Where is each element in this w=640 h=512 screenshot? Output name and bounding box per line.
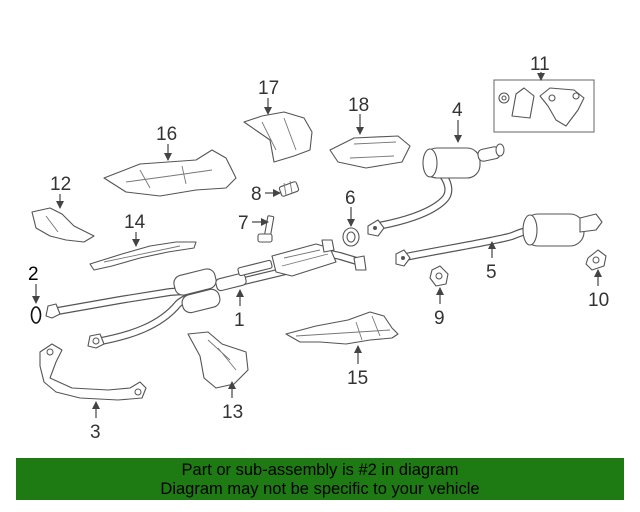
part-4-muffler — [367, 143, 505, 237]
part-12-heat-insulator — [31, 207, 95, 243]
banner-line-part-info: Part or sub-assembly is #2 in diagram — [181, 461, 459, 479]
callout-11[interactable]: 11 — [530, 54, 550, 75]
part-17-heat-insulator — [243, 111, 313, 163]
callout-12[interactable]: 12 — [50, 174, 71, 195]
callout-3[interactable]: 3 — [90, 422, 101, 443]
callout-8[interactable]: 8 — [251, 184, 262, 205]
callout-6[interactable]: 6 — [345, 188, 356, 209]
part-1-front-pipe — [45, 239, 367, 349]
part-7-bolt — [257, 215, 275, 243]
callout-18[interactable]: 18 — [348, 95, 369, 116]
callout-7[interactable]: 7 — [238, 213, 249, 234]
callout-1[interactable]: 1 — [234, 310, 245, 331]
part-9-hanger — [429, 265, 449, 287]
part-2-gasket — [30, 306, 42, 324]
callout-17[interactable]: 17 — [258, 78, 279, 99]
banner-line-disclaimer: Diagram may not be specific to your vehi… — [160, 480, 480, 498]
callout-9[interactable]: 9 — [434, 308, 445, 329]
callout-labels: 2 1 3 4 5 6 7 8 9 10 11 12 13 14 15 16 1… — [28, 54, 609, 443]
part-5-tailpipe — [395, 213, 603, 267]
info-banner: Part or sub-assembly is #2 in diagram Di… — [16, 458, 624, 500]
part-18-heat-insulator — [329, 135, 411, 169]
callout-15[interactable]: 15 — [347, 368, 368, 389]
part-11-bracket-inset — [493, 79, 595, 133]
part-16-heat-insulator — [103, 149, 237, 197]
part-10-hanger — [585, 249, 607, 271]
part-14-heat-insulator — [89, 241, 197, 271]
callout-10[interactable]: 10 — [588, 290, 609, 311]
callout-5[interactable]: 5 — [486, 262, 497, 283]
callout-13[interactable]: 13 — [222, 402, 243, 423]
callout-4[interactable]: 4 — [452, 100, 463, 121]
callout-16[interactable]: 16 — [156, 124, 177, 145]
part-3-bracket — [39, 343, 147, 401]
part-15-heat-insulator — [285, 311, 399, 345]
part-8-stud — [278, 180, 300, 197]
callout-14[interactable]: 14 — [124, 212, 146, 233]
leader-lines — [32, 72, 602, 418]
part-6-gasket — [342, 227, 360, 247]
callout-2[interactable]: 2 — [28, 264, 39, 285]
part-13-heat-insulator — [187, 331, 249, 389]
exhaust-system-diagram: 2 1 3 4 5 6 7 8 9 10 11 12 13 14 15 16 1… — [28, 54, 609, 443]
